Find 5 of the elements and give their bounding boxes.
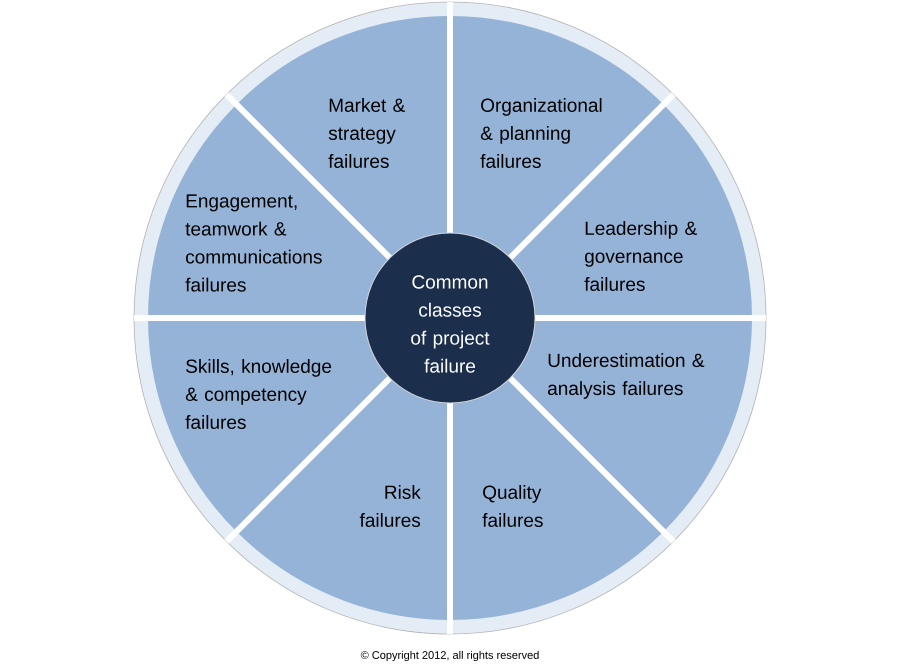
copyright-note: © Copyright 2012, all rights reserved <box>360 650 539 662</box>
node-label: Market & strategy failures <box>328 98 405 168</box>
node-label: Organizational & planning failures <box>480 98 602 168</box>
node-label: Risk failures <box>360 485 421 527</box>
node-label: Quality failures <box>482 485 543 527</box>
